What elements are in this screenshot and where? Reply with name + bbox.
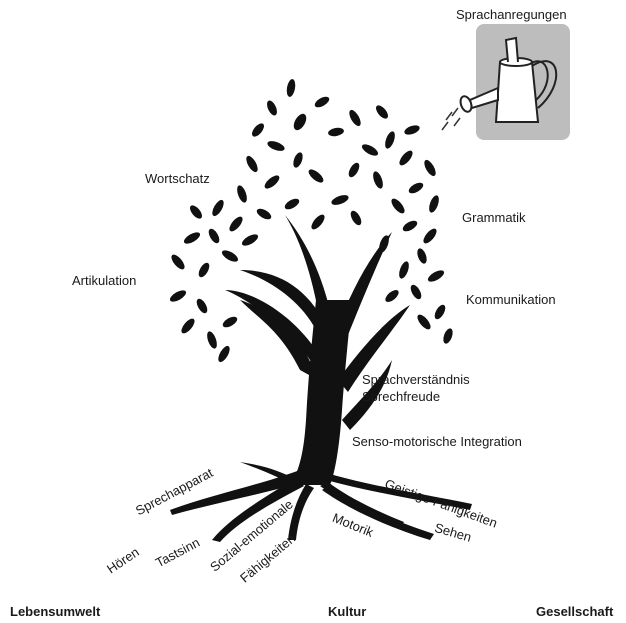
gesellschaft-label: Gesellschaft [536,604,614,619]
sprachanregungen-label: Sprachanregungen [456,7,567,22]
tree-icon [170,215,472,542]
wortschatz-label: Wortschatz [145,171,210,186]
sprechfreude-label: Sprechfreude [362,389,441,404]
artikulation-label: Artikulation [72,273,137,288]
lebensumwelt-label: Lebensumwelt [10,604,101,619]
leaf-icon [169,79,453,363]
watering-can-icon [459,24,570,140]
sprachverstaendnis-label: Sprachverständnis [362,372,470,387]
kultur-label: Kultur [328,604,367,619]
water-drops-icon [441,107,461,131]
grammatik-label: Grammatik [462,210,526,225]
senso-motorische-integration-label: Senso-motorische Integration [352,434,522,449]
kommunikation-label: Kommunikation [466,292,556,307]
